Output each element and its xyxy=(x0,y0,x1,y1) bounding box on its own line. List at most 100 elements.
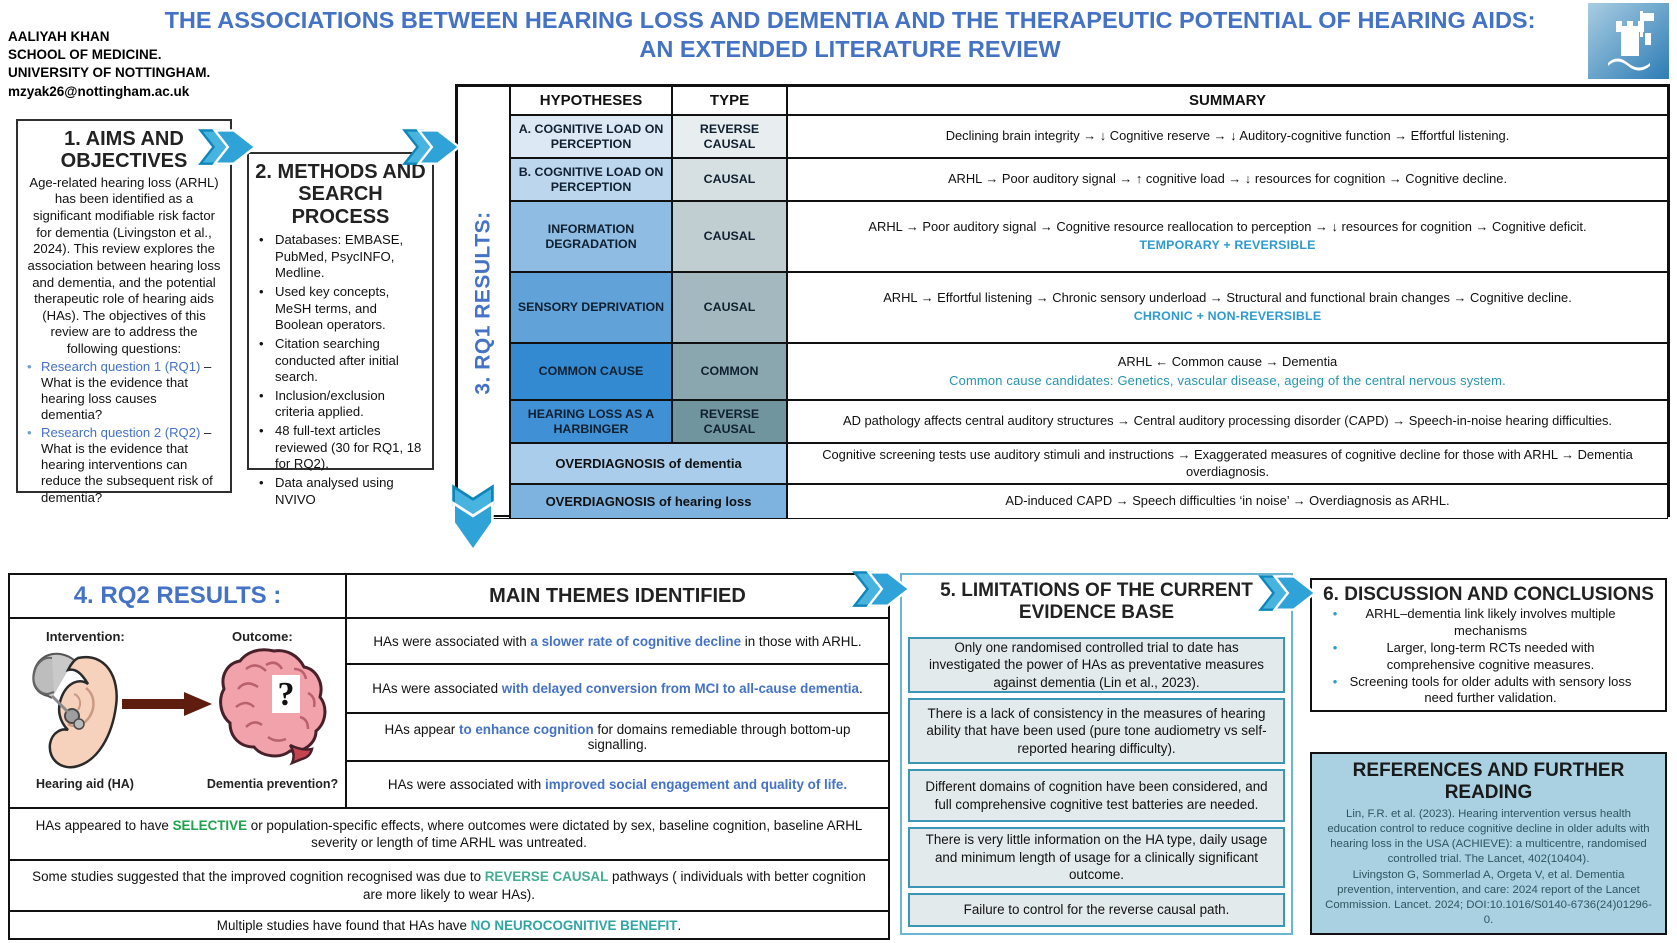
hypothesis-cell: SENSORY DEPRIVATION xyxy=(510,272,672,343)
reference-entry: Livingston G, Sommerlad A, Orgeta V, et … xyxy=(1325,868,1652,927)
flow-arrow-icon xyxy=(402,128,464,171)
summary-note: TEMPORARY + REVERSIBLE xyxy=(1139,238,1316,253)
methods-title: 2. METHODS AND SEARCH PROCESS xyxy=(255,161,426,228)
methods-bullets: •Databases: EMBASE, PubMed, PsycINFO, Me… xyxy=(255,232,426,508)
hypothesis-merged-cell: OVERDIAGNOSIS of dementia xyxy=(510,443,787,484)
theme-highlight: improved social engagement and quality o… xyxy=(544,777,848,792)
type-cell: CAUSAL xyxy=(672,158,787,201)
flow-arrow-icon xyxy=(1258,574,1320,617)
aims-body: Age-related hearing loss (ARHL) has been… xyxy=(27,174,221,357)
bullet-icon: • xyxy=(259,474,264,490)
finding-highlight: SELECTIVE xyxy=(172,817,248,833)
type-cell: COMMON xyxy=(672,343,787,400)
rq1-results-table: 3. RQ1 RESULTS: HYPOTHESES TYPE SUMMARY … xyxy=(455,84,1670,519)
author-university: UNIVERSITY OF NOTTINGHAM. xyxy=(8,65,211,81)
ear-hearing-aid-illustration xyxy=(22,644,127,779)
hypothesis-cell: INFORMATION DEGRADATION xyxy=(510,201,672,272)
col-header-summary: SUMMARY xyxy=(787,86,1668,115)
poster-title: THE ASSOCIATIONS BETWEEN HEARING LOSS AN… xyxy=(120,6,1580,63)
limitation-item: Failure to control for the reverse causa… xyxy=(908,893,1285,927)
dementia-prevention-caption: Dementia prevention? xyxy=(206,777,339,791)
bullet-icon: • xyxy=(1332,639,1338,655)
summary-cell: Declining brain integrity → ↓ Cognitive … xyxy=(787,115,1668,158)
rq1-link-text: Research question 1 (RQ1) xyxy=(41,358,201,374)
bullet-icon: • xyxy=(259,284,264,300)
methods-bullet: •48 full-text articles reviewed (30 for … xyxy=(259,423,422,472)
limitation-item: There is a lack of consistency in the me… xyxy=(908,698,1285,764)
bullet-icon: • xyxy=(1332,606,1338,621)
author-name: AALIYAH KHAN xyxy=(8,29,110,44)
main-themes-title: MAIN THEMES IDENTIFIED xyxy=(347,575,888,619)
bullet-icon: • xyxy=(27,358,32,374)
references-title: REFERENCES AND FURTHER READING xyxy=(1352,760,1625,803)
bullet-icon: • xyxy=(259,232,264,248)
theme-row: HAs were associated with improved social… xyxy=(387,777,848,792)
red-arrow-icon xyxy=(122,691,214,722)
rq2-question: – What is the evidence that hearing inte… xyxy=(41,424,213,505)
hypothesis-cell: A. COGNITIVE LOAD ON PERCEPTION xyxy=(510,115,672,158)
bullet-icon: • xyxy=(259,387,264,403)
discussion-bullet: •ARHL–dementia link likely involves mult… xyxy=(1322,606,1655,640)
summary-note: Common cause candidates: Genetics, vascu… xyxy=(949,373,1506,388)
limitations-title: 5. LIMITATIONS OF THE CURRENT EVIDENCE B… xyxy=(940,580,1253,624)
theme-highlight: with delayed conversion from MCI to all-… xyxy=(501,681,859,696)
aims-bullet-rq2: • Research question 2 (RQ2) – What is th… xyxy=(27,425,221,506)
discussion-box: 6. DISCUSSION AND CONCLUSIONS •ARHL–deme… xyxy=(1310,578,1667,712)
author-email: mzyak26@nottingham.ac.uk xyxy=(8,83,190,99)
summary-cell: Cognitive screening tests use auditory s… xyxy=(787,443,1668,484)
summary-cell: AD-induced CAPD → Speech difficulties ‘i… xyxy=(787,484,1668,519)
summary-cell: ARHL → Poor auditory signal → ↑ cognitiv… xyxy=(787,158,1668,201)
col-header-type: TYPE xyxy=(672,86,787,115)
col-header-hypotheses: HYPOTHESES xyxy=(510,86,672,115)
reference-entry: Lin, F.R. et al. (2023). Hearing interve… xyxy=(1327,807,1650,865)
discussion-title: 6. DISCUSSION AND CONCLUSIONS xyxy=(1323,584,1654,605)
rq1-question: – What is the evidence that hearing loss… xyxy=(41,358,212,423)
aims-objectives-box: 1. AIMS AND OBJECTIVES Age-related heari… xyxy=(16,119,232,505)
summary-cell: ARHL → Poor auditory signal → Cognitive … xyxy=(787,201,1668,272)
theme-highlight: a slower rate of cognitive decline xyxy=(530,633,742,649)
rq2-results-section: 4. RQ2 RESULTS : MAIN THEMES IDENTIFIED … xyxy=(8,573,890,940)
aims-bullets: • Research question 1 (RQ1) – What is th… xyxy=(27,359,221,506)
nottingham-castle-logo-icon xyxy=(1588,3,1669,79)
finding-row: Some studies suggested that the improved… xyxy=(10,859,888,910)
flow-arrow-icon xyxy=(852,570,914,613)
author-block: AALIYAH KHAN SCHOOL OF MEDICINE. UNIVERS… xyxy=(8,28,210,101)
theme-row: HAs were associated with a slower rate o… xyxy=(347,619,888,665)
methods-bullet: •Used key concepts, MeSH terms, and Bool… xyxy=(259,284,390,333)
limitation-item: There is very little information on the … xyxy=(908,827,1285,888)
finding-row: HAs appeared to have SELECTIVE or popula… xyxy=(10,807,888,859)
aims-bullet-rq1: • Research question 1 (RQ1) – What is th… xyxy=(27,359,221,424)
hypothesis-cell: HEARING LOSS AS A HARBINGER xyxy=(510,400,672,443)
limitation-item: Different domains of cognition have been… xyxy=(908,769,1285,822)
type-cell: REVERSE CAUSAL xyxy=(672,115,787,158)
poster-title-line1: THE ASSOCIATIONS BETWEEN HEARING LOSS AN… xyxy=(164,7,1536,33)
theme-highlight: to enhance cognition xyxy=(458,722,594,737)
limitation-item: Only one randomised controlled trial to … xyxy=(908,637,1285,693)
outcome-label: Outcome: xyxy=(232,629,293,644)
methods-bullet: •Citation searching conducted after init… xyxy=(259,335,399,385)
methods-bullet: •Inclusion/exclusion criteria applied. xyxy=(259,387,385,420)
bullet-icon: • xyxy=(1332,673,1338,689)
aims-title: 1. AIMS AND OBJECTIVES xyxy=(60,128,188,173)
rq2-figure: Intervention: Outcome: xyxy=(10,619,347,807)
hypothesis-merged-cell: OVERDIAGNOSIS of hearing loss xyxy=(510,484,787,519)
intervention-label: Intervention: xyxy=(46,629,125,644)
methods-box: 2. METHODS AND SEARCH PROCESS •Databases… xyxy=(247,152,434,507)
flow-arrow-down-icon xyxy=(450,484,496,561)
finding-highlight: REVERSE CAUSAL xyxy=(484,869,609,885)
type-cell: CAUSAL xyxy=(672,201,787,272)
summary-note: CHRONIC + NON-REVERSIBLE xyxy=(1133,309,1322,324)
rq1-side-label: 3. RQ1 RESULTS: xyxy=(471,210,495,395)
theme-row: HAs were associated with delayed convers… xyxy=(347,665,888,714)
hearing-aid-caption: Hearing aid (HA) xyxy=(36,777,134,791)
methods-bullet: •Data analysed using NVIVO xyxy=(259,474,394,507)
svg-text:?: ? xyxy=(278,676,295,713)
author-school: SCHOOL OF MEDICINE. xyxy=(8,47,162,63)
limitations-items: Only one randomised controlled trial to … xyxy=(908,637,1285,927)
flow-arrow-icon xyxy=(198,128,260,171)
finding-row: Multiple studies have found that HAs hav… xyxy=(10,910,888,939)
poster-title-line2: AN EXTENDED LITERATURE REVIEW xyxy=(639,35,1061,62)
rq2-link-text: Research question 2 (RQ2) xyxy=(41,424,201,440)
